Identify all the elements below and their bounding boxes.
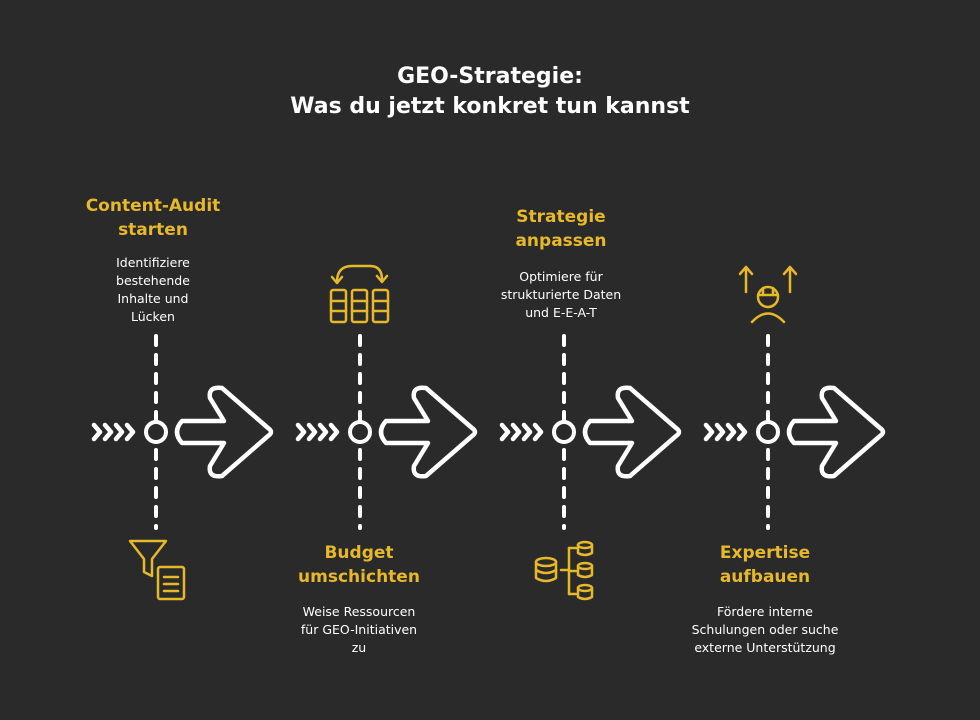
step-1-arrow [94,336,271,528]
funnel-document-icon [128,539,186,601]
step-4-title: Expertise aufbauen [719,543,811,587]
structured-data-icon [534,540,594,601]
step-3-arrow [502,336,679,528]
expert-growth-icon [738,265,798,324]
step-2-description: Weise Ressourcen für GEO-Initiativen zu [300,604,418,655]
step-3-title: Strategie anpassen [515,207,607,251]
step-1-title: Content-Audit starten [85,196,221,240]
step-4-arrow [706,336,883,528]
step-1-description: Identifiziere bestehende Inhalte und Lüc… [116,255,190,324]
step-3-description: Optimiere für strukturierte Daten und E-… [500,269,622,320]
step-4-description: Fördere interne Schulungen oder suche ex… [691,604,839,655]
title-line-1: GEO-Strategie: [397,64,583,89]
diagram-title: GEO-Strategie: Was du jetzt konkret tun … [0,62,980,122]
step-2-title: Budget umschichten [298,543,420,587]
reallocate-columns-icon [329,264,390,324]
step-2-arrow [298,336,475,528]
title-line-2: Was du jetzt konkret tun kannst [290,94,690,119]
